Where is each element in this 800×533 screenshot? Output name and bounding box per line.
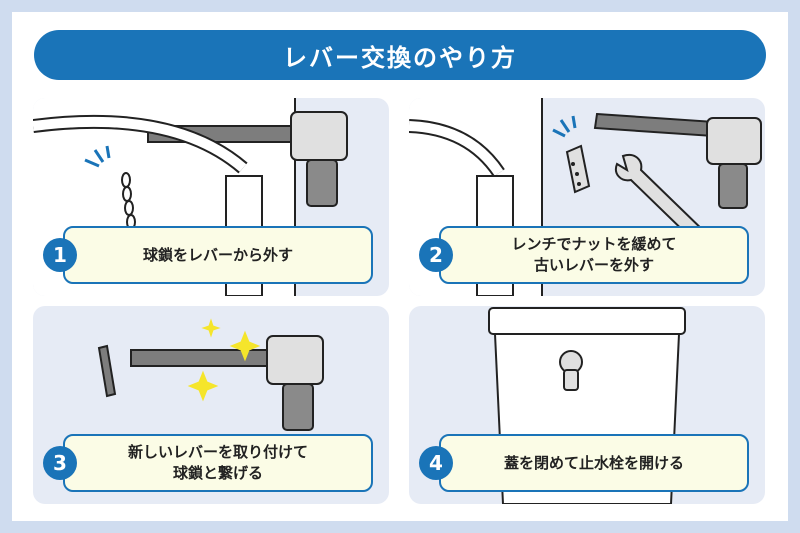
- step-1-badge: 1: [43, 238, 77, 272]
- step-3-caption-line-1: 新しいレバーを取り付けて: [127, 443, 308, 461]
- step-panel-1: 球鎖をレバーから外す 1: [33, 98, 389, 296]
- step-2-caption-line-1: レンチでナットを緩めて: [511, 235, 677, 253]
- step-1-caption: 球鎖をレバーから外す: [63, 226, 373, 284]
- step-panel-3: 新しいレバーを取り付けて 球鎖と繋げる 3: [33, 306, 389, 504]
- step-4-badge: 4: [419, 446, 453, 480]
- step-4-caption: 蓋を閉めて止水栓を開ける: [439, 434, 749, 492]
- step-1-caption-line-1: 球鎖をレバーから外す: [142, 245, 293, 264]
- step-3-badge: 3: [43, 446, 77, 480]
- step-panel-2: レンチでナットを緩めて 古いレバーを外す 2: [409, 98, 765, 296]
- step-panel-4: 蓋を閉めて止水栓を開ける 4: [409, 306, 765, 504]
- step-2-caption: レンチでナットを緩めて 古いレバーを外す: [439, 226, 749, 284]
- step-4-caption-line-1: 蓋を閉めて止水栓を開ける: [503, 453, 684, 472]
- page-title: レバー交換のやり方: [34, 30, 766, 80]
- step-2-caption-line-2: 古いレバーを外す: [533, 256, 654, 274]
- step-3-caption: 新しいレバーを取り付けて 球鎖と繋げる: [63, 434, 373, 492]
- step-3-illustration: [97, 318, 324, 431]
- step-3-caption-line-2: 球鎖と繋げる: [172, 464, 263, 482]
- step-2-badge: 2: [419, 238, 453, 272]
